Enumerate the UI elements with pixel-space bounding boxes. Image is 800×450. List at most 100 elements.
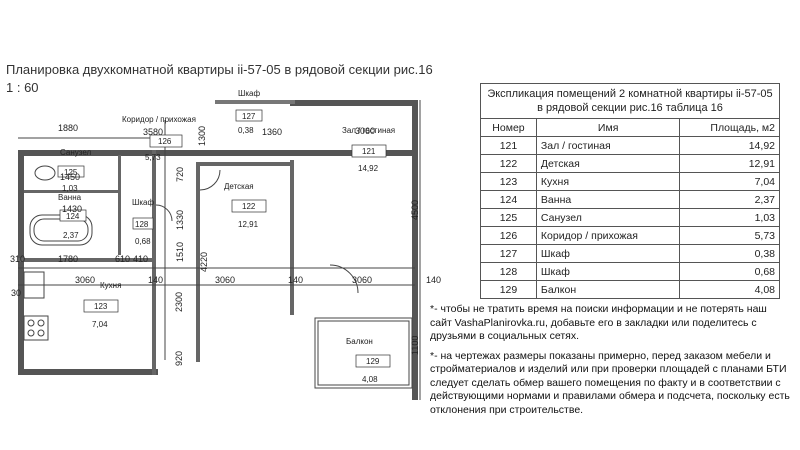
cell-area: 2,37 [679, 190, 780, 209]
dim-label: 1300 [197, 126, 207, 146]
room-area-corridor: 5,73 [145, 153, 161, 162]
room-num-box [355, 354, 391, 368]
dim-label: 1430 [62, 204, 82, 214]
room-num-box [351, 144, 387, 158]
cell-name: Кухня [535, 172, 681, 191]
cell-area: 4,08 [679, 280, 780, 299]
dim-label: 2300 [174, 292, 184, 312]
south-wall-kitchen [18, 369, 158, 375]
balcony-door-swing [329, 264, 359, 294]
toilet [34, 165, 56, 181]
room-area-kids: 12,91 [238, 220, 259, 229]
col-header-name: Имя [535, 118, 681, 137]
dim-label: 140 [288, 275, 303, 285]
table-caption-line2: в рядовой секции рис.16 таблица 16 [537, 102, 723, 114]
notes-block: *- чтобы не тратить время на поиски инфо… [430, 303, 790, 423]
cell-area: 1,03 [679, 208, 780, 227]
west-wall [18, 150, 24, 375]
kitchen-east-wall [152, 150, 156, 375]
room-name-bath: Ванна [58, 193, 82, 202]
room-num-corridor: 126 [158, 137, 172, 146]
dim-label: 1780 [58, 254, 78, 264]
room-num-kitchen: 123 [94, 302, 108, 311]
room-name-closet1: Шкаф [238, 89, 260, 98]
room-area-closet1: 0,38 [238, 126, 254, 135]
cell-area: 12,91 [679, 154, 780, 173]
dim-label: 3580 [143, 127, 163, 137]
col-header-area: Площадь, м2 [679, 118, 780, 137]
scale-label: 1 : 60 [6, 80, 39, 95]
kids-door-swing [199, 169, 221, 191]
room-num-wc: 125 [64, 168, 78, 177]
room-num-box [235, 109, 263, 122]
stove [23, 315, 49, 341]
dim-label: 1100 [410, 336, 420, 355]
dim-label: 3060 [352, 275, 372, 285]
kids-north-wall [196, 162, 294, 166]
cell-area: 7,04 [679, 172, 780, 191]
room-area-hall: 14,92 [358, 164, 379, 173]
room-num-box [132, 217, 154, 230]
room-name-wc: Санузел [60, 148, 91, 157]
cell-name: Шкаф [535, 262, 681, 281]
room-num-closet1: 127 [242, 112, 256, 121]
cell-number: 129 [480, 280, 537, 299]
dim-label: 310 [10, 254, 25, 264]
dim-label: 1880 [58, 123, 78, 133]
room-num-box [57, 165, 85, 178]
room-num-closet2: 128 [135, 220, 149, 229]
dim-label: 720 [175, 167, 185, 182]
stove-burner [27, 329, 35, 337]
dim-label: 3060 [215, 275, 235, 285]
cell-number: 122 [480, 154, 537, 173]
north-wall-closet [215, 100, 295, 104]
balcony-inner [317, 320, 410, 386]
explication-table: Экспликация помещений 2 комнатной кварти… [480, 83, 780, 299]
room-name-kids: Детская [224, 182, 254, 191]
col-header-number: Номер [480, 118, 537, 137]
cell-number: 123 [480, 172, 537, 191]
cell-name: Детская [535, 154, 681, 173]
cell-number: 124 [480, 190, 537, 209]
note-bookmark: *- чтобы не тратить время на поиски инфо… [430, 303, 767, 342]
bath-east-wall [118, 155, 121, 255]
cell-area: 0,38 [679, 244, 780, 263]
room-name-kitchen: Кухня [100, 281, 121, 290]
cell-area: 0,68 [679, 262, 780, 281]
bathtub-inner [33, 218, 89, 242]
table-caption: Экспликация помещений 2 комнатной кварти… [480, 83, 780, 118]
room-area-wc: 1,03 [62, 184, 78, 193]
room-num-box [59, 209, 87, 222]
wc-bath-wall [24, 190, 119, 193]
room-num-balcony: 129 [366, 357, 380, 366]
cell-number: 126 [480, 226, 537, 245]
cell-name: Зал / гостиная [535, 136, 681, 155]
dim-label: 3060 [355, 126, 375, 136]
north-wall-hall [290, 100, 418, 106]
note-dimensions: *- на чертежах размеры показаны примерно… [430, 349, 790, 416]
cell-name: Санузел [535, 208, 681, 227]
page-title: Планировка двухкомнатной квартиры ii-57-… [6, 62, 433, 77]
cell-name: Балкон [535, 280, 681, 299]
dim-label: 610 [115, 254, 130, 264]
stove-burner [37, 319, 45, 327]
dim-label: 30 [11, 288, 21, 298]
room-name-balcony: Балкон [346, 337, 373, 346]
dim-label: 4220 [199, 252, 209, 272]
dim-label: 1510 [175, 242, 185, 262]
room-num-bath: 124 [66, 212, 80, 221]
room-num-hall: 121 [362, 147, 376, 156]
room-area-bath: 2,37 [63, 231, 79, 240]
room-num-box [231, 199, 267, 213]
kitchen-north-wall [18, 258, 156, 262]
kids-west-wall [196, 162, 200, 362]
room-num-kids: 122 [242, 202, 256, 211]
table-header-row: Номер Имя Площадь, м2 [480, 118, 780, 137]
cell-area: 14,92 [679, 136, 780, 155]
